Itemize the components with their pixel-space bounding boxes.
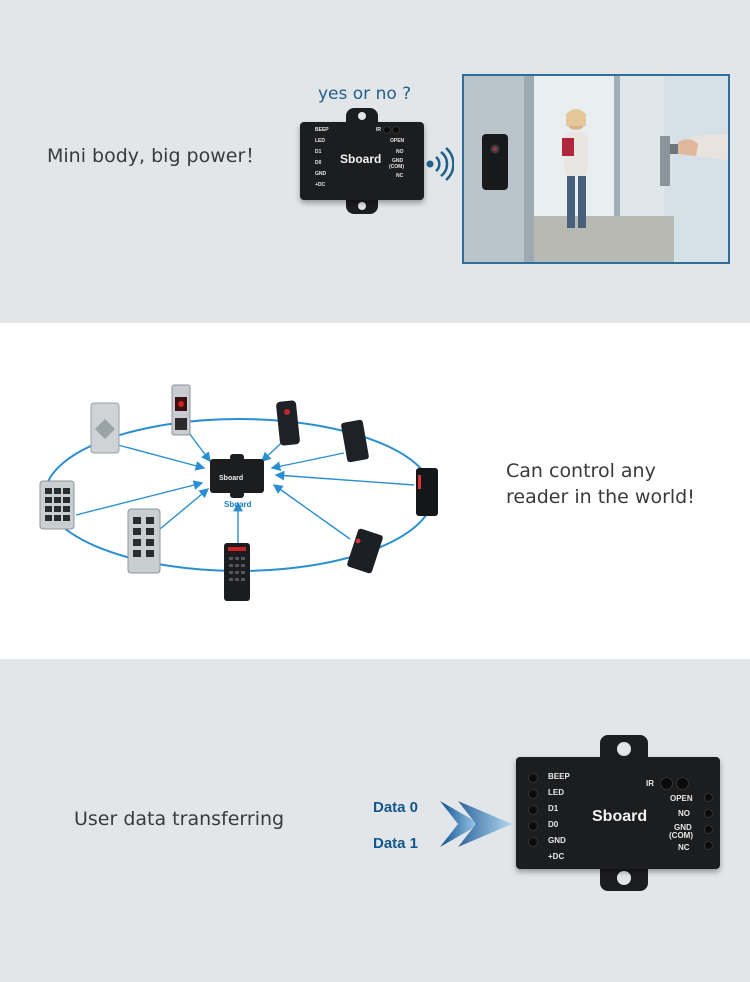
question-label: yes or no ? — [318, 84, 412, 104]
svg-text:Sboard: Sboard — [219, 475, 243, 482]
transfer-tagline: User data transferring — [74, 808, 285, 830]
data-transfer-section: User data transferring Data 0 Data 1 BEE… — [0, 659, 750, 982]
pin-label: D1 — [315, 149, 322, 155]
board-name: Sboard — [340, 152, 382, 166]
metal-reader — [90, 402, 120, 454]
pin-label: GND — [548, 836, 566, 845]
compat-tagline-2: reader in the world! — [506, 486, 695, 508]
board-name: Sboard — [592, 808, 648, 825]
pin-label: NC — [678, 843, 690, 852]
pin-label: GND — [392, 158, 404, 164]
pin-label: D0 — [315, 160, 322, 166]
controller-board-small: Sboard BEEP LED D1 D0 GND +DC IR OPEN NO… — [300, 108, 424, 214]
card-reader-slim — [341, 419, 369, 463]
hero-section: Mini body, big power！ yes or no ? Sboard… — [0, 0, 750, 323]
card-reader-oval — [276, 400, 300, 446]
pin-label: (COM) — [389, 164, 404, 170]
pin-label: (COM) — [669, 831, 693, 840]
pin-label: BEEP — [315, 127, 329, 133]
ir-label: IR — [646, 779, 654, 788]
card-reader-wall — [416, 468, 438, 516]
pin-label: NC — [396, 173, 404, 179]
ir-label: IR — [376, 127, 381, 133]
pin-label: BEEP — [548, 772, 570, 781]
pin-label: NO — [396, 149, 404, 155]
controller-board-large: BEEP LED D1 D0 GND +DC IR OPEN NO GND (C… — [516, 735, 720, 891]
fingerprint-reader — [171, 384, 191, 436]
center-controller: Sboard — [210, 454, 264, 498]
pin-label: +DC — [548, 852, 565, 861]
hero-tagline: Mini body, big power！ — [47, 145, 265, 167]
compat-tagline-1: Can control any — [506, 460, 656, 482]
pin-label: GND — [315, 171, 327, 177]
pin-label: GND — [674, 823, 692, 832]
pin-label: D0 — [548, 820, 559, 829]
data-flow-arrow-icon — [440, 801, 512, 847]
keypad-metal-reader — [127, 508, 161, 574]
pin-label: LED — [315, 138, 325, 144]
pin-label: LED — [548, 788, 564, 797]
pin-label: NO — [678, 809, 690, 818]
data0-label: Data 0 — [373, 799, 419, 816]
wireless-signal-icon — [426, 147, 454, 181]
door-access-photo — [462, 74, 730, 264]
pin-label: OPEN — [670, 794, 693, 803]
data1-label: Data 1 — [373, 835, 419, 852]
keypad-reader — [224, 543, 250, 601]
reader-network-diagram: Sboard — [39, 384, 438, 601]
pin-label: +DC — [315, 182, 326, 188]
pin-label: OPEN — [390, 138, 405, 144]
pin-label: D1 — [548, 804, 559, 813]
center-label: Sboard — [224, 500, 252, 509]
card-reader-tilted — [347, 528, 383, 574]
keypad-silver-reader — [39, 480, 75, 530]
compatibility-section: Sboard — [0, 323, 750, 659]
